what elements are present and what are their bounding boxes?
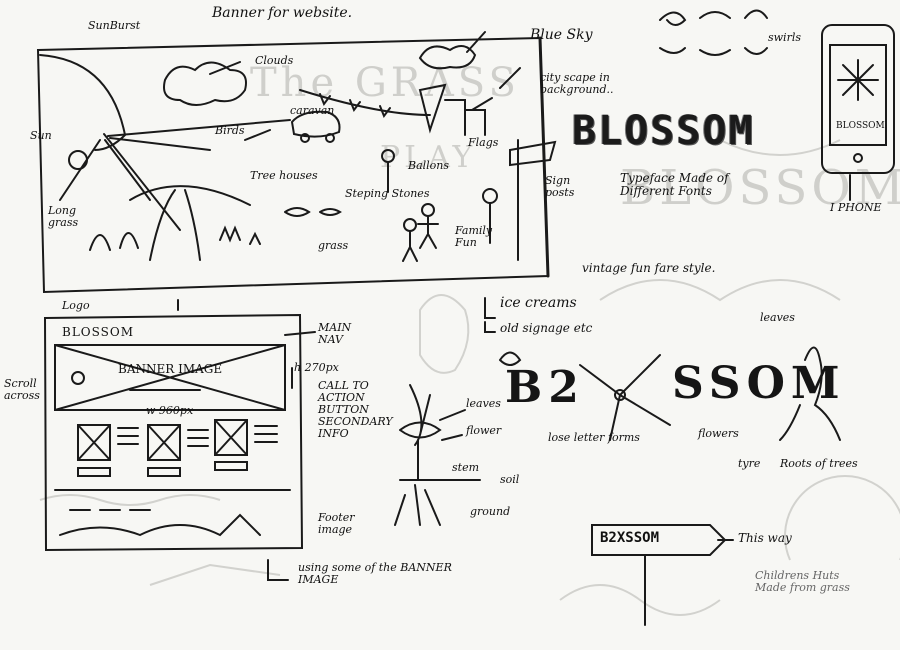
label-tree-houses: Tree houses <box>250 169 318 182</box>
label-this-way: This way <box>738 531 792 545</box>
label-flags: Flags <box>468 136 499 149</box>
label-balloons: Ballons <box>408 159 450 172</box>
label-stepping-stones: Steping Stones <box>345 187 430 200</box>
ghost-text: The GRASS <box>250 60 520 106</box>
label-caravan: caravan <box>290 104 335 117</box>
fancy-ssom: SSOM <box>672 358 846 409</box>
label-iphone: I PHONE <box>830 201 882 214</box>
label-main-nav: MAIN NAV <box>318 321 352 347</box>
label-cityscape: city scape in background.. <box>540 71 614 97</box>
label-logo: Logo <box>62 299 90 312</box>
blossom-title: BLOSSOM <box>572 108 755 154</box>
label-clouds: Clouds <box>255 54 294 67</box>
sign-text: B2XSSOM <box>600 530 660 546</box>
wireframe-banner-image: BANNER IMAGE <box>118 362 223 376</box>
label-long-grass: Long grass <box>48 204 79 230</box>
label-diagram-flower: flower <box>466 424 502 437</box>
label-sun: Sun <box>30 129 52 142</box>
label-diagram-soil: soil <box>500 473 520 486</box>
label-sign-posts: Sign posts <box>545 174 575 200</box>
label-diagram-stem: stem <box>452 461 480 474</box>
label-blue-sky: Blue Sky <box>530 27 593 43</box>
wireframe-logo: BLOSSOM <box>62 325 134 339</box>
label-sunburst: SunBurst <box>88 19 141 32</box>
vintage-note: vintage fun fare style. <box>582 261 716 275</box>
ghost-text: PLAY <box>380 140 477 175</box>
fancy-b2: B2 <box>505 362 585 413</box>
typeface-note: Typeface Made of Different Fonts <box>620 171 729 199</box>
label-loose-letters: lose letter forms <box>548 431 640 444</box>
label-diagram-ground: ground <box>470 505 511 518</box>
label-scroll-across: Scroll across <box>4 377 40 403</box>
label-leaves-top: leaves <box>760 311 795 324</box>
label-swirls: swirls <box>768 31 801 44</box>
label-width: w 960px <box>146 404 194 417</box>
label-footer-image: Footer image <box>318 511 355 537</box>
label-flowers: flowers <box>698 427 739 440</box>
label-old-signage: old signage etc <box>500 321 593 335</box>
label-family-fun: Family Fun <box>455 224 493 250</box>
label-birds: Birds <box>215 124 245 137</box>
iphone-screen-text: BLOSSOM <box>836 121 885 131</box>
label-height: h 270px <box>294 361 339 374</box>
label-call-to-action: CALL TO ACTION BUTTON SECONDARY INFO <box>318 379 393 441</box>
label-ice-creams: ice creams <box>500 295 577 311</box>
label-roots: Roots of trees <box>780 457 858 470</box>
banner-heading: Banner for website. <box>212 5 353 21</box>
label-childrens-huts: Childrens Huts Made from grass <box>755 569 850 595</box>
label-grass: grass <box>318 239 349 252</box>
label-diagram-leaves: leaves <box>466 397 501 410</box>
label-tyre: tyre <box>738 457 761 470</box>
ghost-text: BLOSSOM <box>620 160 900 216</box>
label-footer-note: using some of the BANNER IMAGE <box>298 561 452 587</box>
